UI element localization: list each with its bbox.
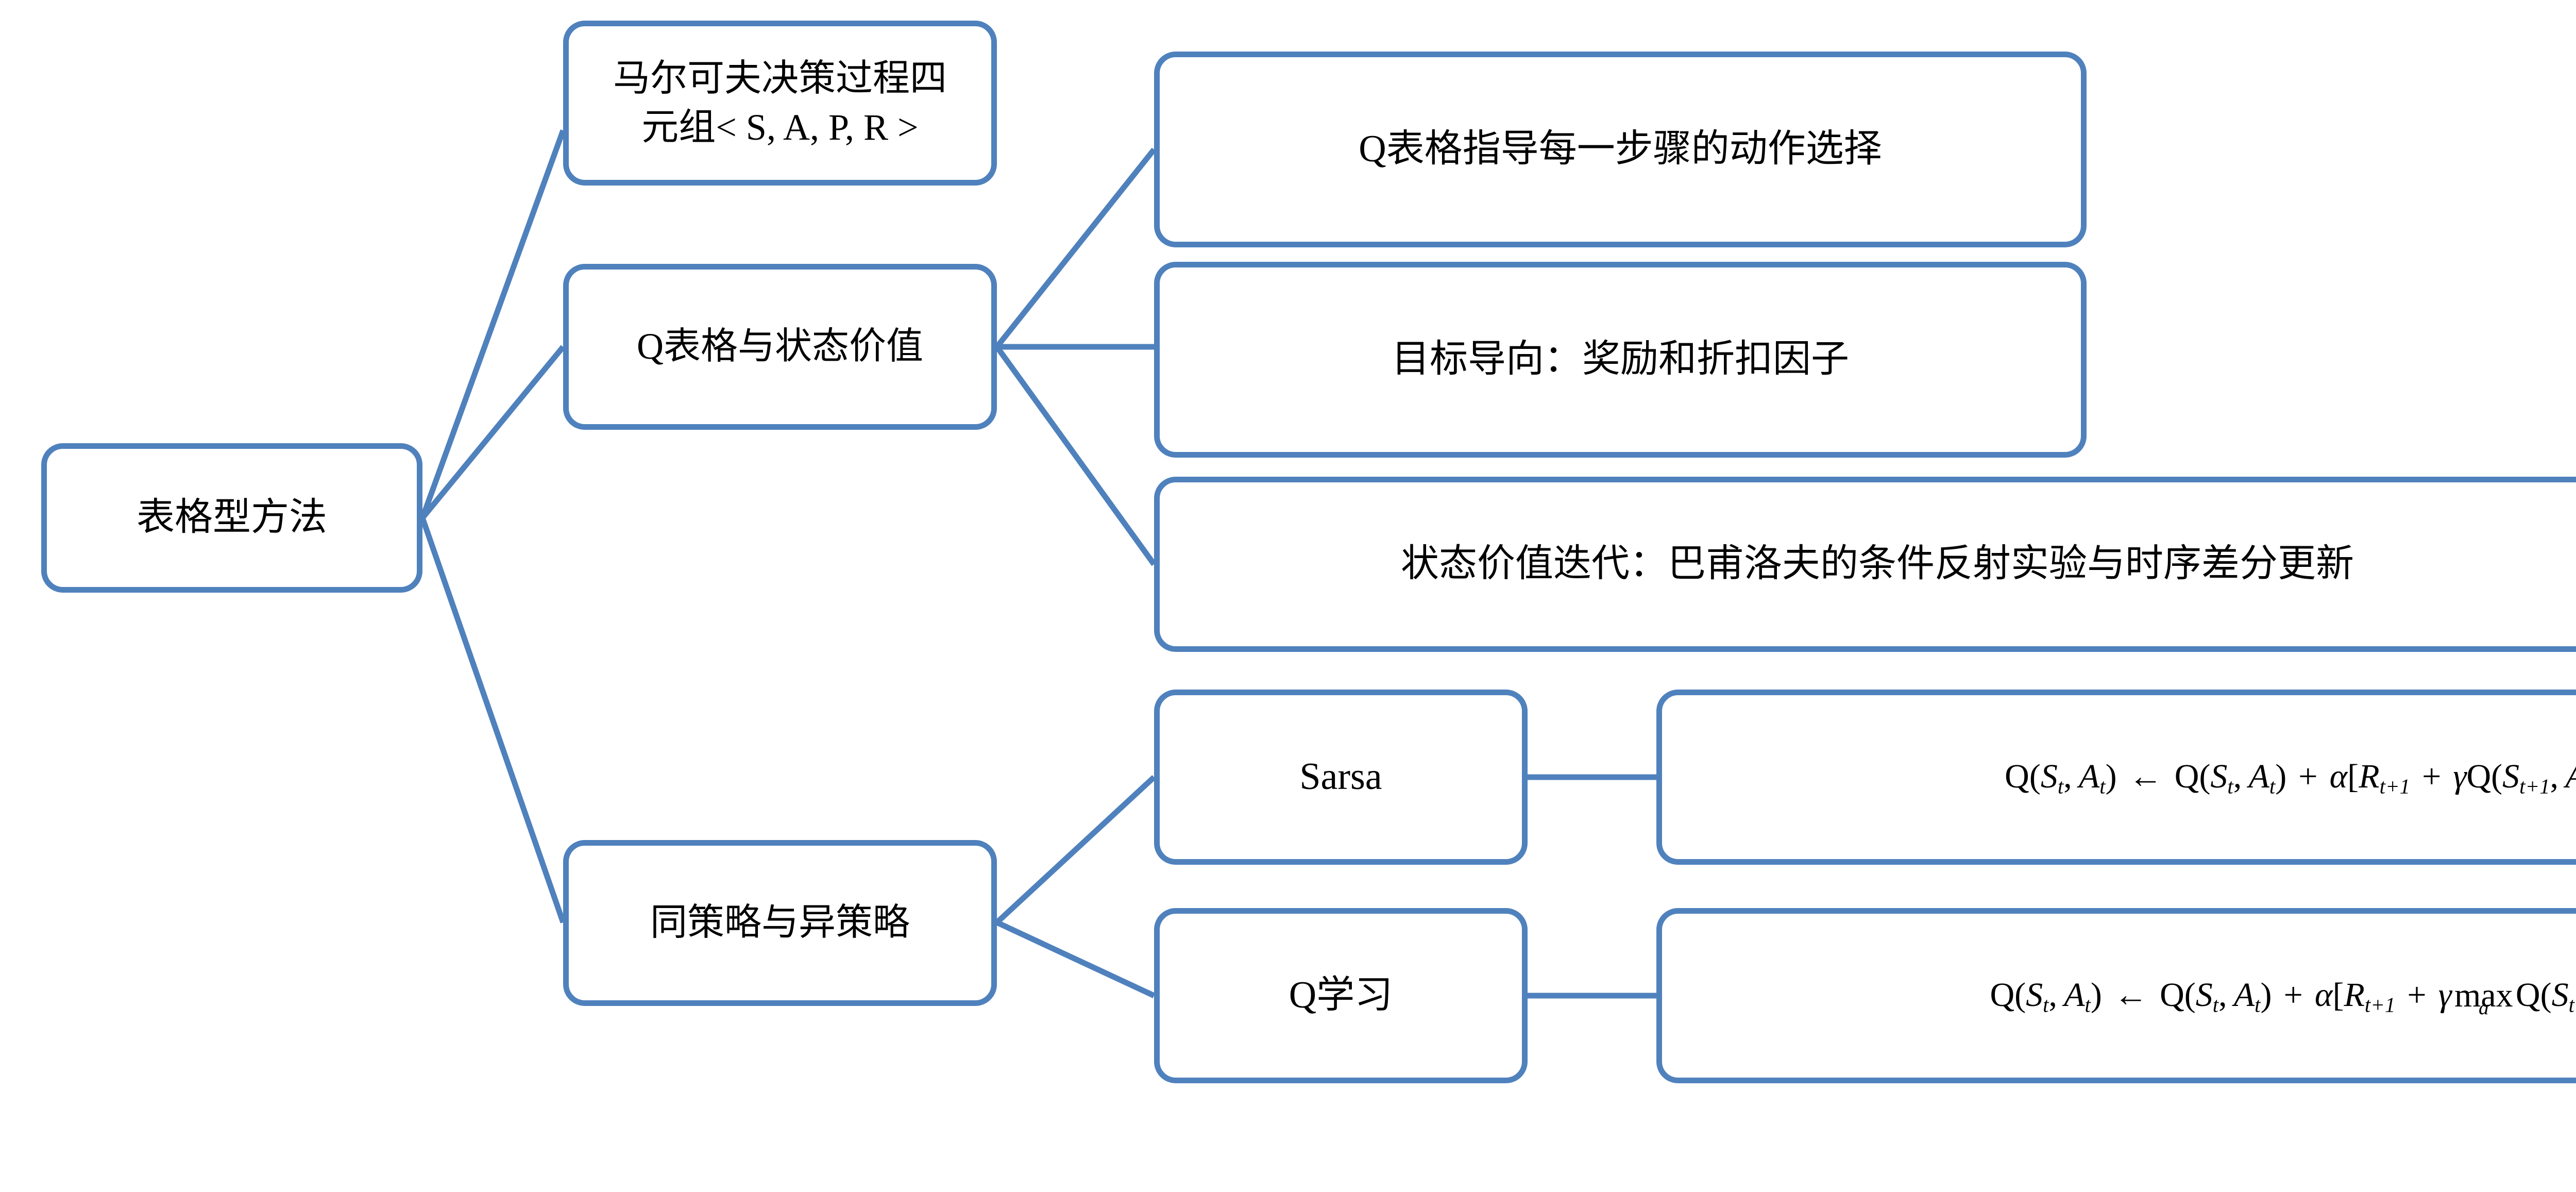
node-root-label: 表格型方法 [137,496,327,539]
node-leaf-value-iteration[interactable]: 状态价值迭代：巴甫洛夫的条件反射实验与时序差分更新 [1154,477,2576,652]
node-leaf-action-select-label: Q表格指导每一步骤的动作选择 [1359,128,1882,171]
node-branch-policy-label: 同策略与异策略 [650,902,910,944]
node-leaf-sarsa-label: Sarsa [1299,756,1382,798]
edge-qtable-to-action [994,147,1157,349]
node-branch-policy[interactable]: 同策略与异策略 [563,840,997,1006]
edge-root-to-qtable [420,345,566,520]
node-branch-mdp[interactable]: 马尔可夫决策过程四 元组< S, A, P, R > [563,21,997,186]
node-formula-sarsa[interactable]: Q(St, At) ← Q(St, At) + α[Rt+1 + γQ(St+1… [1656,690,2576,865]
node-branch-mdp-label: 马尔可夫决策过程四 元组< S, A, P, R > [613,57,947,148]
edge-policy-to-sarsa [995,775,1156,925]
formula-sarsa-expression: Q(St, At) ← Q(St, At) + α[Rt+1 + γQ(St+1… [2005,757,2576,798]
node-leaf-goal[interactable]: 目标导向：奖励和折扣因子 [1154,262,2087,458]
node-leaf-qlearning[interactable]: Q学习 [1154,908,1528,1083]
edge-qtable-to-valueiter [994,345,1157,566]
edge-root-to-policy [419,517,566,924]
edge-root-to-mdp [419,129,566,519]
node-leaf-sarsa[interactable]: Sarsa [1154,690,1528,865]
node-branch-qtable[interactable]: Q表格与状态价值 [563,264,997,430]
node-branch-qtable-label: Q表格与状态价值 [637,326,923,367]
node-leaf-value-iteration-label: 状态价值迭代：巴甫洛夫的条件反射实验与时序差分更新 [1401,543,2354,585]
node-root[interactable]: 表格型方法 [41,443,422,593]
edge-policy-to-qlearning [995,920,1156,998]
node-leaf-action-select[interactable]: Q表格指导每一步骤的动作选择 [1154,52,2087,247]
node-leaf-goal-label: 目标导向：奖励和折扣因子 [1392,338,1849,381]
node-leaf-qlearning-label: Q学习 [1289,974,1393,1017]
